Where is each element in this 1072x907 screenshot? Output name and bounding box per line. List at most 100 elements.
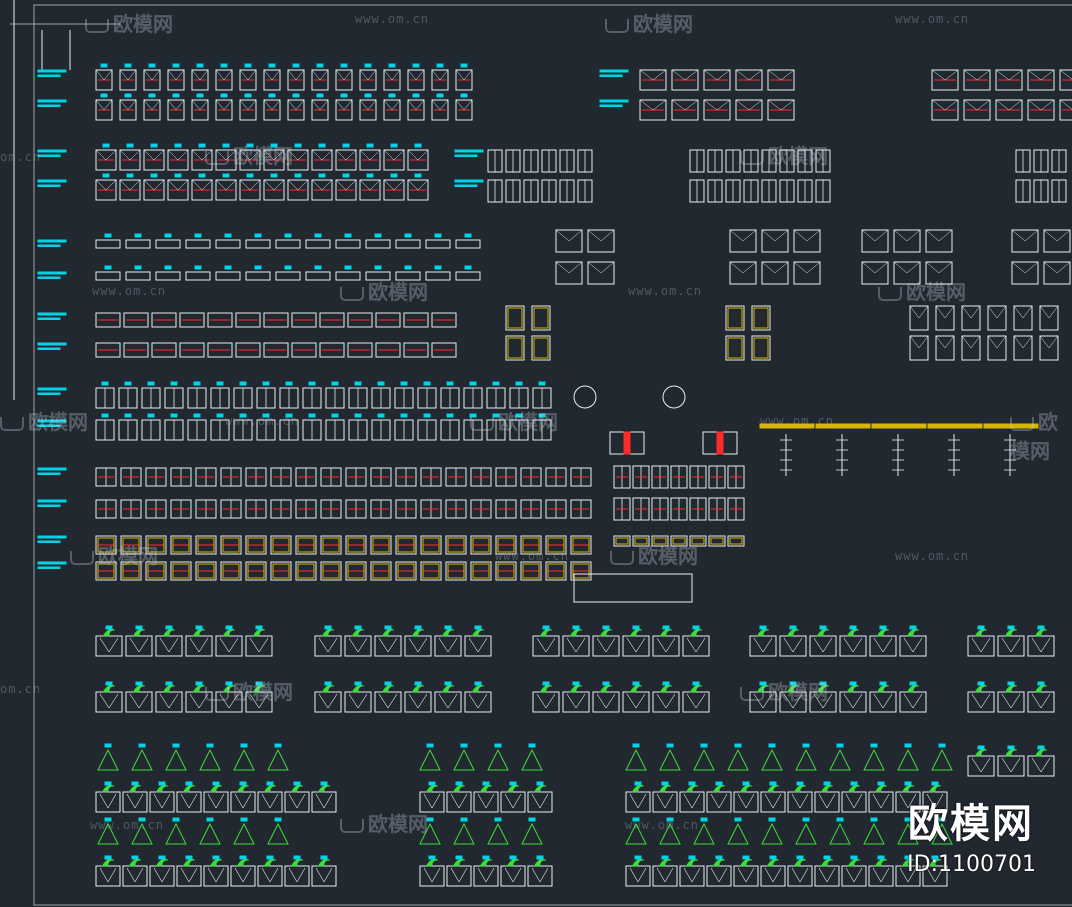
watermark-brand-text: 欧模网 (768, 144, 828, 168)
plant-symbol (739, 858, 753, 867)
window-elevation (1011, 261, 1039, 285)
planter-line (764, 867, 774, 883)
planter-box (122, 865, 148, 887)
planter-line (575, 693, 586, 709)
sofa-logo-icon (340, 818, 364, 833)
plant-symbol (901, 784, 915, 793)
label-bar (37, 424, 61, 427)
plant-symbol (209, 784, 223, 793)
window-tag (492, 381, 500, 386)
planter-box (434, 691, 462, 713)
planter-box (230, 865, 256, 887)
glass-hatch (653, 537, 667, 545)
window-elevation (725, 335, 745, 361)
planter-line (907, 867, 917, 883)
window-tag (134, 265, 142, 270)
planter-line (783, 693, 794, 709)
open-line (175, 99, 185, 111)
window-elevation (95, 69, 113, 91)
open-line (273, 149, 285, 161)
planter-line (431, 793, 441, 809)
window-elevation (545, 561, 567, 581)
open-line (961, 305, 972, 319)
planter-line (882, 637, 893, 653)
window-tag (270, 143, 278, 148)
open-line (861, 261, 876, 274)
section-strip (759, 423, 815, 429)
window-elevation (263, 99, 281, 121)
planter-line (912, 637, 923, 653)
planter-tag (789, 625, 797, 630)
planter-line (387, 637, 398, 653)
window-tag (390, 173, 398, 178)
window-elevation (639, 69, 667, 91)
window-elevation (632, 535, 650, 547)
planter-line (348, 637, 359, 653)
open-line (103, 99, 113, 111)
planter-line (695, 693, 706, 709)
window-tag (150, 173, 158, 178)
planter-tag (877, 855, 885, 860)
plant-symbol (876, 628, 890, 637)
glass-hatch (372, 563, 390, 579)
open-line (177, 179, 189, 191)
open-line (215, 149, 227, 161)
plant-symbol (901, 858, 915, 867)
glass-hatch (497, 563, 515, 579)
watermark-site-url: www.om.cn (628, 284, 703, 298)
planter-tag (536, 781, 544, 786)
open-line (1048, 335, 1059, 349)
planter-line (845, 793, 855, 809)
label-bar (37, 244, 61, 247)
planter-line (159, 637, 170, 653)
open-line (1008, 69, 1023, 81)
planter-line (903, 637, 914, 653)
planter-tag (195, 625, 203, 630)
window-elevation (191, 149, 213, 171)
open-line (391, 99, 401, 111)
open-line (716, 69, 731, 81)
window-elevation (95, 271, 121, 281)
planter-box (562, 691, 590, 713)
window-elevation (120, 561, 142, 581)
window-elevation (235, 342, 261, 358)
cap-tag (172, 817, 180, 822)
planter-line (423, 867, 433, 883)
label-bar (454, 184, 478, 187)
window-tag (342, 173, 350, 178)
planter-box (155, 691, 183, 713)
plant-symbol (132, 628, 146, 637)
planter-box (500, 791, 526, 813)
open-line (199, 69, 209, 81)
open-line (119, 179, 131, 191)
window-tag (446, 381, 454, 386)
planter-line (753, 693, 764, 709)
glass-hatch (547, 563, 565, 579)
window-elevation (167, 179, 189, 201)
plant-symbol (321, 684, 335, 693)
open-line (976, 99, 991, 111)
open-line (383, 149, 395, 161)
open-line (587, 261, 602, 274)
window-tag (268, 93, 276, 98)
planter-tag (572, 681, 580, 686)
watermark-site-url: www.om.cn (895, 12, 970, 26)
planter-tag (239, 855, 247, 860)
open-line (369, 149, 381, 161)
window-tag (414, 143, 422, 148)
planter-line (1010, 757, 1021, 773)
planter-box (473, 865, 499, 887)
planter-tag (324, 625, 332, 630)
planter-line (107, 793, 117, 809)
planter-line (138, 637, 149, 653)
planter-tag (320, 855, 328, 860)
open-line (153, 179, 165, 191)
plant-symbol (132, 684, 146, 693)
planter-line (566, 693, 577, 709)
window-tag (412, 93, 420, 98)
pyramid-cap (795, 748, 817, 771)
planter-line (99, 867, 109, 883)
planter-box (185, 635, 213, 657)
plant-symbol (452, 858, 466, 867)
pyramid-cap (727, 748, 749, 771)
